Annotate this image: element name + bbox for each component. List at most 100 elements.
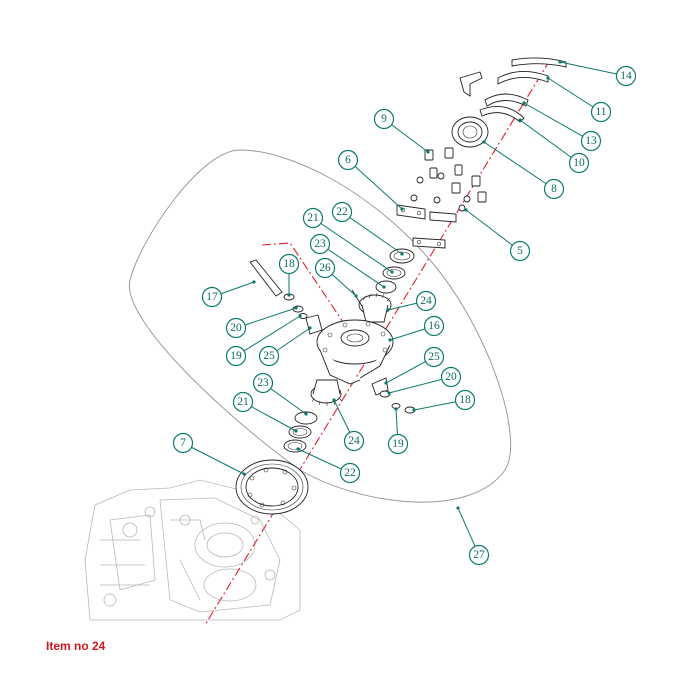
callout-circle [343, 430, 365, 452]
callout-circle [302, 207, 324, 229]
pinion-shaft-17 [249, 259, 283, 297]
callout-21: 21 [302, 207, 394, 274]
gearbox-housing-outline [84, 479, 301, 621]
callout-label: 26 [319, 262, 331, 274]
callout-circle [580, 130, 602, 152]
ring-shim-11 [497, 71, 549, 85]
callout-label: 20 [230, 322, 242, 334]
leader-arrowhead [308, 326, 312, 330]
leader-line [319, 243, 385, 288]
callout-label: 25 [428, 351, 440, 363]
callout-label: 9 [381, 113, 387, 125]
callout-5: 5 [464, 208, 531, 262]
callout-label: 11 [595, 106, 606, 118]
washer-21-lower [288, 425, 312, 439]
callout-circle [454, 389, 476, 411]
callout-circle [278, 253, 300, 275]
callout-label: 5 [517, 245, 523, 257]
callout-18: 18 [278, 253, 300, 297]
callout-10: 10 [518, 118, 590, 174]
leader-arrowhead [426, 150, 430, 154]
leader-arrowhead [400, 252, 404, 256]
item-caption: Item no 24 [46, 639, 106, 653]
parts [235, 57, 567, 515]
ring-gear-7 [235, 459, 309, 515]
callout-label: 22 [344, 467, 356, 479]
callout-label: 18 [459, 394, 471, 406]
ring-shim-10 [479, 105, 525, 123]
leader-line [483, 141, 555, 190]
callout-label: 23 [257, 377, 269, 389]
leader-line [341, 211, 403, 255]
callout-label: 19 [392, 438, 404, 450]
callout-label: 17 [206, 291, 218, 303]
callout-label: 10 [573, 157, 585, 169]
callout-25: 25 [258, 326, 312, 367]
leader-line [559, 61, 627, 77]
callout-circle [252, 372, 274, 394]
callout-21: 21 [232, 391, 298, 433]
callout-circle [423, 346, 445, 368]
callout-9: 9 [373, 108, 430, 154]
callout-16: 16 [388, 315, 445, 342]
callout-circle [225, 345, 247, 367]
side-gear-24-lower [310, 379, 343, 406]
callout-label: 19 [230, 350, 242, 362]
leader-arrowhead [294, 306, 298, 310]
leader-line [235, 315, 301, 357]
callout-label: 22 [336, 206, 348, 218]
callout-circle [415, 290, 437, 312]
leader-line [347, 159, 403, 210]
leader-arrowhead [518, 118, 522, 122]
callout-circle [387, 433, 409, 455]
leader-line [312, 217, 393, 273]
leader-arrowhead [298, 314, 302, 318]
callout-24: 24 [386, 290, 437, 312]
callout-circle [225, 317, 247, 339]
leader-arrowhead [390, 270, 394, 274]
retainer-clip [459, 71, 483, 97]
callout-7: 7 [172, 432, 246, 476]
callout-circle [568, 152, 590, 174]
callout-13: 13 [522, 101, 602, 152]
callout-circle [615, 65, 637, 87]
callout-circle [232, 391, 254, 413]
callout-11: 11 [546, 76, 612, 123]
leader-arrowhead [304, 412, 308, 416]
callout-label: 24 [348, 435, 360, 447]
callout-label: 25 [263, 350, 275, 362]
callout-26: 26 [314, 257, 358, 298]
callout-label: 20 [445, 371, 457, 383]
leader-line [388, 376, 452, 394]
leader-line [523, 102, 592, 142]
differential-case-16 [316, 319, 394, 385]
leader-line [465, 209, 521, 252]
leader-arrowhead [456, 506, 460, 510]
callout-circle [440, 366, 462, 388]
callout-22: 22 [296, 447, 361, 484]
callout-circle [314, 257, 336, 279]
leader-arrowhead [384, 381, 388, 385]
callout-label: 7 [180, 437, 186, 449]
shim-14 [511, 57, 567, 68]
callout-19: 19 [225, 314, 302, 367]
leader-arrowhead [394, 407, 398, 411]
leader-arrowhead [412, 408, 416, 412]
ring-shim-13 [484, 93, 529, 107]
callout-label: 23 [314, 238, 326, 250]
callout-23: 23 [252, 372, 308, 416]
callout-circle [423, 315, 445, 337]
leader-arrowhead [387, 391, 391, 395]
leader-arrowhead [482, 140, 486, 144]
callout-circle [468, 544, 490, 566]
leader-arrowhead [546, 76, 550, 80]
callout-circle [339, 462, 361, 484]
callout-circle [509, 240, 531, 262]
leader-line [235, 307, 297, 329]
callout-label: 14 [620, 70, 632, 82]
callout-24: 24 [332, 398, 365, 452]
callout-label: 8 [551, 183, 557, 195]
bolts-9 [410, 147, 487, 212]
